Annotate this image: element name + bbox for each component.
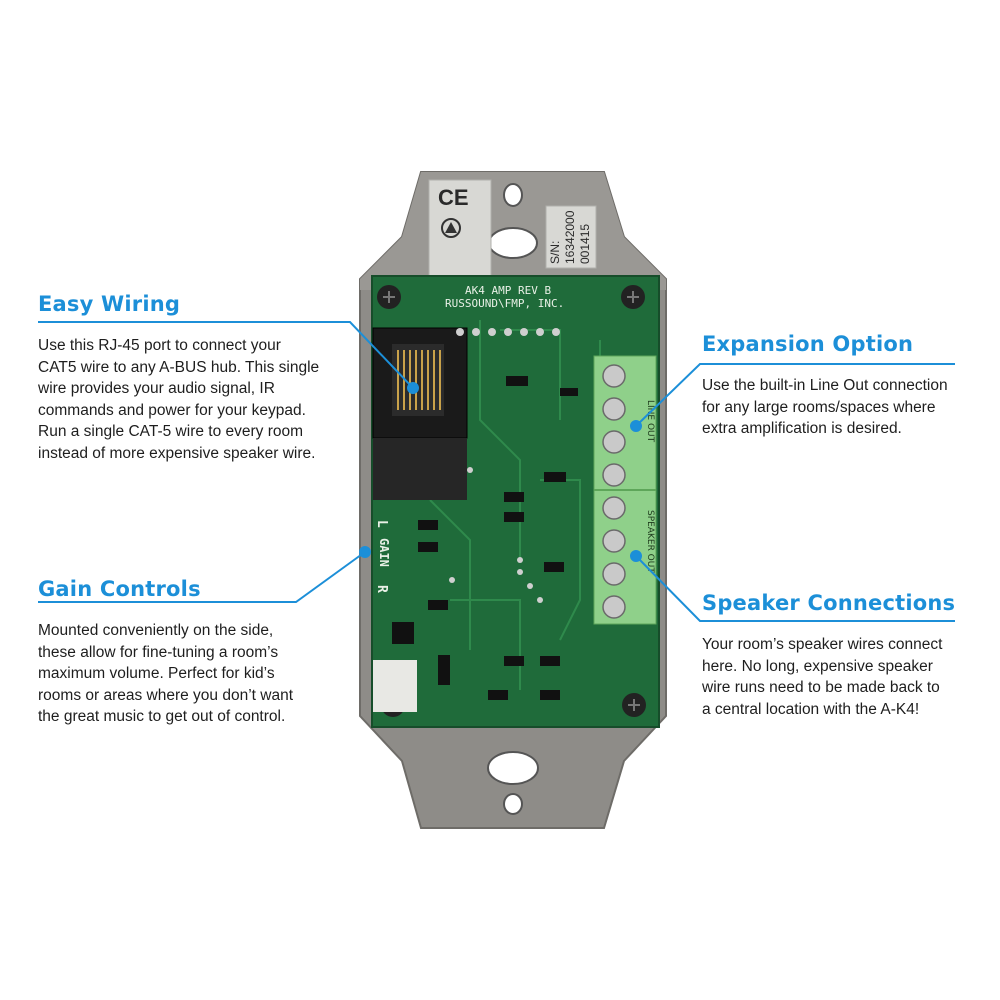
bottom-mounting-slot: [487, 751, 539, 785]
easy-wiring-line: instead of more expensive speaker wire.: [38, 444, 316, 462]
expansion-option-line: for any large rooms/spaces where: [702, 398, 936, 416]
gain-controls-line: these allow for fine-tuning a room’s: [38, 643, 279, 661]
speaker-connections-title: Speaker Connections: [702, 591, 956, 615]
board-maker-text: RUSSOUND\FMP, INC.: [445, 297, 564, 310]
serial-label: S/N: 16342000 001415: [545, 205, 597, 269]
rj45-port: [372, 327, 468, 500]
speaker-connections-callout: Speaker Connections Your room’s speaker …: [702, 591, 964, 720]
speaker-connections-line: Your room’s speaker wires connect: [702, 636, 943, 653]
expansion-option-line: extra amplification is desired.: [702, 420, 902, 437]
gain-controls-line: the great music to get out of control.: [38, 708, 286, 725]
speaker-out-label: SPEAKER OUT: [645, 510, 655, 573]
easy-wiring-line: wire provides your audio signal, IR: [38, 380, 275, 397]
ce-mark: CE: [438, 185, 469, 210]
easy-wiring-line: CAT5 wire to any A-BUS hub. This single: [38, 358, 320, 376]
gain-controls-callout: Gain Controls Mounted conveniently on th…: [38, 577, 368, 728]
terminal-block: LINE OUT SPEAKER OUT: [593, 355, 657, 625]
gain-controls-line: maximum volume. Perfect for kid’s: [38, 665, 275, 682]
ce-label: CE: [428, 179, 492, 277]
serial-suffix: 001415: [578, 224, 592, 264]
serial-prefix: S/N:: [548, 241, 562, 264]
top-screw-hole: [503, 183, 523, 207]
gain-controls-title: Gain Controls: [38, 577, 201, 601]
expansion-option-title: Expansion Option: [702, 332, 914, 356]
speaker-connections-line: wire runs need to be made back to: [702, 679, 940, 696]
svg-text:GAIN: GAIN: [377, 538, 391, 567]
easy-wiring-callout: Easy Wiring Use this RJ-45 port to conne…: [38, 292, 368, 464]
expansion-option-callout: Expansion Option Use the built-in Line O…: [702, 332, 964, 440]
gain-controls-line: rooms or areas where you don’t want: [38, 686, 294, 704]
top-mounting-slot: [488, 227, 538, 259]
bottom-screw-hole: [503, 793, 523, 815]
easy-wiring-line: Use this RJ-45 port to connect your: [38, 337, 281, 354]
board-components: [373, 328, 578, 712]
speaker-connections-line: a central location with the A-K4!: [702, 700, 920, 718]
certification-icon: [441, 218, 461, 238]
expansion-option-line: Use the built-in Line Out connection: [702, 377, 948, 394]
board-model-text: AK4 AMP REV B: [465, 284, 551, 297]
easy-wiring-title: Easy Wiring: [38, 292, 181, 316]
serial-number: 16342000: [563, 210, 577, 264]
svg-text:L: L: [374, 520, 389, 528]
easy-wiring-line: commands and power for your keypad.: [38, 401, 306, 419]
easy-wiring-line: Run a single CAT-5 wire to every room: [38, 423, 304, 440]
gain-control-labels: L GAIN R: [374, 520, 391, 593]
speaker-connections-line: here. No long, expensive speaker: [702, 657, 933, 675]
gain-controls-line: Mounted conveniently on the side,: [38, 622, 274, 639]
callout-leader-lines: [38, 321, 955, 622]
svg-text:R: R: [374, 585, 389, 593]
line-out-label: LINE OUT: [645, 400, 655, 443]
